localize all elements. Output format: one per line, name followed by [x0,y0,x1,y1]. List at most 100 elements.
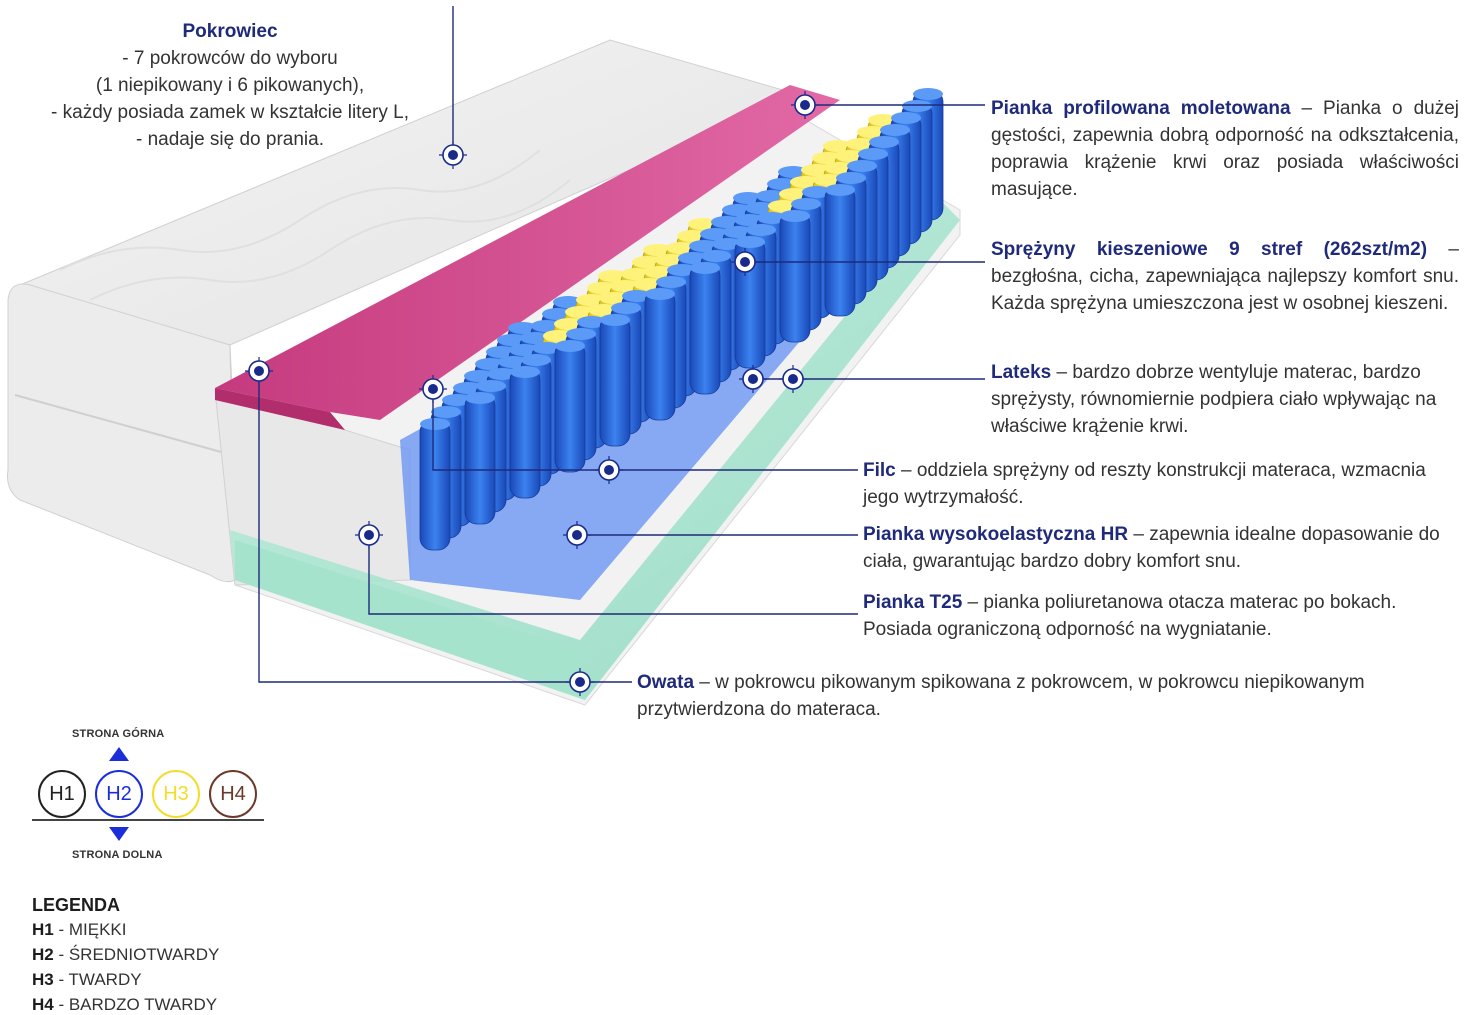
spring-top [465,392,495,404]
spring-top [610,280,640,292]
target-marker-icon [739,365,767,393]
callout-text: – Pianka o dużej gęstości, zapewnia dobr… [991,98,1459,200]
hardness-baseline [32,819,264,821]
spring-top [902,100,932,112]
spring-top [723,226,753,238]
spring-top [847,160,877,172]
spring-top [823,140,853,152]
callout-lateks: Lateks – bardzo dobrze wentyluje materac… [991,359,1459,440]
callout-pokrowiec-line: (1 niepikowany i 6 pikowanych), [95,75,365,96]
spring-top [587,282,617,294]
latex-layer [230,200,960,700]
spring-top [632,256,662,268]
spring-top [767,178,797,190]
spring-blue [419,419,451,551]
target-marker-icon [563,521,591,549]
callout-title: Sprężyny kieszeniowe 9 stref (262szt/m2) [991,239,1428,260]
spring-top [532,342,562,354]
spring-top [880,124,910,136]
callout-title: Pianka T25 [863,592,963,613]
callout-text: – zapewnia idealne dopasowanie do ciała,… [863,524,1440,572]
spring-top [464,370,494,382]
legend-title: LEGENDA [32,895,121,915]
spring-top [599,292,629,304]
spring-top [644,266,674,278]
spring-blue [689,263,721,395]
callout-owata: Owata – w pokrowcu pikowanym spikowana z… [637,669,1463,723]
legend-code: H1 [32,920,54,939]
spring-top [543,330,573,342]
legend-item: H4 - BARDZO TWARDY [32,995,218,1014]
legend-item: H3 - TWARDY [32,970,142,989]
legend-label: BARDZO TWARDY [68,995,218,1014]
legend-code: H3 [32,970,54,989]
top-side-label: STRONA GÓRNA [72,728,165,740]
target-marker-icon [419,375,447,403]
callout-text: – bardzo dobrze wentyluje materac, bardz… [991,362,1437,437]
spring-top [711,216,741,228]
spring-top [779,188,809,200]
spring-top [858,148,888,160]
spring-top [600,314,630,326]
legend-item: H2 - ŚREDNIOTWARDY [32,945,220,964]
target-markers [245,91,819,696]
callout-pianka-t25: Pianka T25 – pianka poliuretanowa otacza… [863,589,1463,643]
spring-top [486,346,516,358]
spring-top [667,264,697,276]
legend-label: ŚREDNIOTWARDY [68,945,220,964]
target-marker-icon [566,668,594,696]
spring-top [733,192,763,204]
legend-code: H2 [32,945,54,964]
spring-top [869,136,899,148]
callout-pokrowiec-title: Pokrowiec [182,21,278,42]
spring-blue [554,341,586,473]
spring-top [802,186,832,198]
spring-top [577,316,607,328]
callout-text: – bezgłośna, cicha, zapewniająca najleps… [991,239,1459,314]
spring-top [521,354,551,366]
spring-top [746,224,776,236]
callout-pokrowiec-line: - każdy posiada zamek w kształcie litery… [51,102,409,123]
spring-top [520,332,550,344]
spring-top [857,126,887,138]
callout-pianka-profilowana: Pianka profilowana moletowana – Pianka o… [991,95,1459,203]
spring-top [891,112,921,124]
spring-top [509,344,539,356]
spring-blue [509,367,541,499]
spring-blue [464,393,496,525]
spring-top [542,308,572,320]
spring-top [701,250,731,262]
spring-top [790,176,820,188]
callout-text: – pianka poliuretanowa otacza materac po… [863,592,1397,640]
spring-top [487,368,517,380]
legend-code: H4 [32,995,54,1014]
spring-top [431,406,461,418]
spring-top [598,270,628,282]
spring-top [778,166,808,178]
callout-sprezyny: Sprężyny kieszeniowe 9 stref (262szt/m2)… [991,236,1459,317]
spring-top [643,244,673,256]
arrow-up-icon [109,747,129,761]
spring-top [757,212,787,224]
target-marker-icon [731,248,759,276]
spring-top [688,218,718,230]
spring-top [420,418,450,430]
spring-top [442,394,472,406]
spring-top [611,302,641,314]
target-marker-icon [355,521,383,549]
profiled-foam-layer [215,85,840,430]
spring-top [666,242,696,254]
legend-item: H1 - MIĘKKI [32,920,127,939]
spring-blue [824,185,856,317]
spring-top [768,200,798,212]
callout-pokrowiec-line: - 7 pokrowców do wyboru [122,48,338,69]
spring-top [835,150,865,162]
callout-pianka-hr: Pianka wysokoelastyczna HR – zapewnia id… [863,521,1463,575]
spring-top [475,358,505,370]
spring-top [554,318,584,330]
legend-label: MIĘKKI [68,920,127,939]
pocket-springs [419,88,944,551]
target-marker-icon [439,141,467,169]
callout-title: Pianka wysokoelastyczna HR [863,524,1129,545]
spring-top [555,340,585,352]
